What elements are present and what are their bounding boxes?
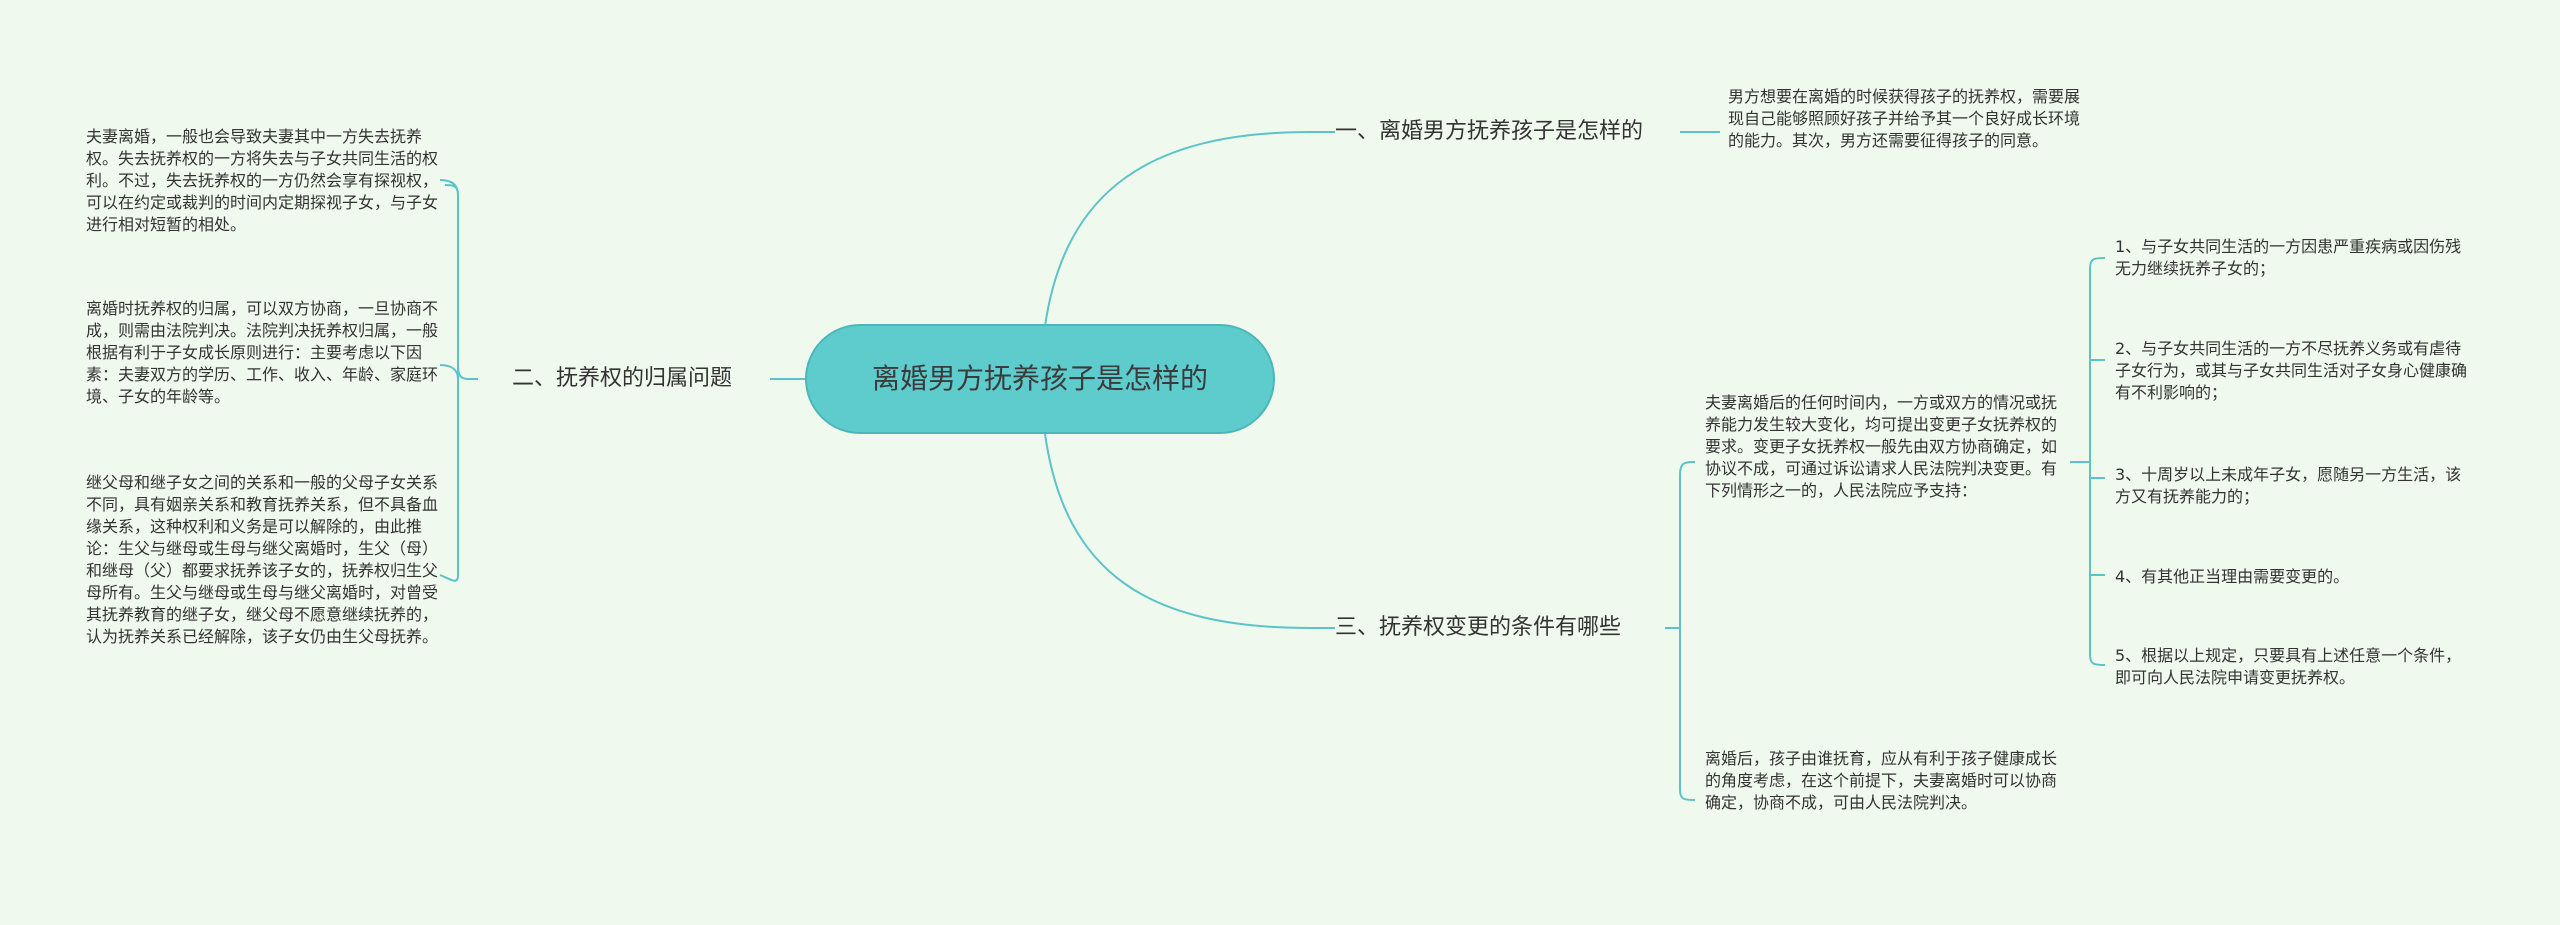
- condition-item-4-text: 4、有其他正当理由需要变更的。: [2115, 567, 2350, 586]
- branch-2-note-2: 离婚时抚养权的归属，可以双方协商，一旦协商不成，则需由法院判决。法院判决抚养权归…: [86, 298, 446, 408]
- branch-1-note: 男方想要在离婚的时候获得孩子的抚养权，需要展现自己能够照顾好孩子并给予其一个良好…: [1728, 86, 2088, 152]
- branch-1-label: 一、离婚男方抚养孩子是怎样的: [1335, 119, 1644, 144]
- branch-3-note-1-text: 夫妻离婚后的任何时间内，一方或双方的情况或抚养能力发生较大变化，均可提出变更子女…: [1705, 393, 2058, 500]
- condition-item-1: 1、与子女共同生活的一方因患严重疾病或因伤残无力继续抚养子女的；: [2115, 236, 2477, 280]
- bracket-branch3: [1665, 461, 1696, 801]
- condition-item-4: 4、有其他正当理由需要变更的。: [2115, 566, 2477, 588]
- branch-node-3[interactable]: 三、抚养权变更的条件有哪些: [1335, 614, 1621, 642]
- central-topic-title: 离婚男方抚养孩子是怎样的: [871, 362, 1208, 395]
- branch-3-label: 三、抚养权变更的条件有哪些: [1335, 615, 1622, 640]
- branch-2-note-3-text: 继父母和继子女之间的关系和一般的父母子女关系不同，具有姻亲关系和教育抚养关系，但…: [86, 473, 439, 646]
- condition-item-5-text: 5、根据以上规定，只要具有上述任意一个条件，即可向人民法院申请变更抚养权。: [2115, 646, 2462, 687]
- condition-item-3: 3、十周岁以上未成年子女，愿随另一方生活，该方又有抚养能力的；: [2115, 464, 2477, 508]
- condition-item-3-text: 3、十周岁以上未成年子女，愿随另一方生活，该方又有抚养能力的；: [2115, 465, 2462, 506]
- condition-item-1-text: 1、与子女共同生活的一方因患严重疾病或因伤残无力继续抚养子女的；: [2115, 237, 2462, 278]
- branch-node-2[interactable]: 二、抚养权的归属问题: [512, 365, 732, 393]
- branch-2-label: 二、抚养权的归属问题: [512, 366, 733, 391]
- condition-item-2-text: 2、与子女共同生活的一方不尽抚养义务或有虐待子女行为，或其与子女共同生活对子女身…: [2115, 339, 2468, 402]
- link-center-branch3: [1044, 433, 1335, 629]
- condition-item-2: 2、与子女共同生活的一方不尽抚养义务或有虐待子女行为，或其与子女共同生活对子女身…: [2115, 338, 2477, 404]
- branch-3-note-2-text: 离婚后，孩子由谁抚育，应从有利于孩子健康成长的角度考虑，在这个前提下，夫妻离婚时…: [1705, 749, 2058, 812]
- branch-2-note-2-text: 离婚时抚养权的归属，可以双方协商，一旦协商不成，则需由法院判决。法院判决抚养权归…: [86, 299, 439, 406]
- bracket-branch2: [439, 179, 478, 582]
- branch-3-note-2: 离婚后，孩子由谁抚育，应从有利于孩子健康成长的角度考虑，在这个前提下，夫妻离婚时…: [1705, 748, 2067, 814]
- branch-node-1[interactable]: 一、离婚男方抚养孩子是怎样的: [1335, 118, 1643, 146]
- branch-1-note-text: 男方想要在离婚的时候获得孩子的抚养权，需要展现自己能够照顾好孩子并给予其一个良好…: [1728, 87, 2081, 150]
- branch-2-note-1: 夫妻离婚，一般也会导致夫妻其中一方失去抚养权。失去抚养权的一方将失去与子女共同生…: [86, 126, 446, 236]
- branch-3-note-1: 夫妻离婚后的任何时间内，一方或双方的情况或抚养能力发生较大变化，均可提出变更子女…: [1705, 392, 2067, 502]
- condition-item-5: 5、根据以上规定，只要具有上述任意一个条件，即可向人民法院申请变更抚养权。: [2115, 645, 2477, 689]
- link-center-branch1: [1044, 131, 1335, 327]
- central-topic[interactable]: 离婚男方抚养孩子是怎样的: [805, 324, 1275, 434]
- branch-2-note-1-text: 夫妻离婚，一般也会导致夫妻其中一方失去抚养权。失去抚养权的一方将失去与子女共同生…: [86, 127, 439, 234]
- branch-2-note-3: 继父母和继子女之间的关系和一般的父母子女关系不同，具有姻亲关系和教育抚养关系，但…: [86, 472, 446, 648]
- bracket-conditions: [2070, 257, 2106, 666]
